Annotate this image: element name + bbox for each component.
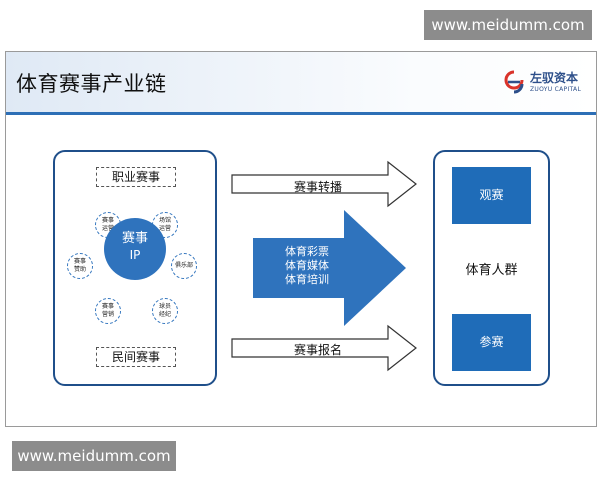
hub-sublabel: IP	[129, 248, 141, 262]
professional-events-label: 职业赛事	[96, 167, 176, 187]
company-logo: 左驭资本 ZUOYU CAPITAL	[504, 68, 592, 98]
header-divider	[6, 112, 596, 115]
hub-label: 赛事	[121, 231, 148, 246]
right-panel: 观赛 体育人群 参赛	[433, 150, 550, 386]
arrow-bottom-label: 赛事报名	[293, 343, 342, 357]
left-panel: 职业赛事 赛事 运营 场馆 运营 俱乐部 球员 经纪 赛事 营销 赛事 赞助 赛…	[53, 150, 217, 386]
spoke-node: 赛事 营销	[95, 298, 121, 324]
big-arrow-shape	[253, 210, 406, 326]
big-arrow-text: 体育彩票 体育媒体 体育培训	[272, 245, 342, 287]
watermark-top: www.meidumm.com	[424, 10, 592, 40]
flow-arrows	[231, 160, 417, 372]
spectate-box: 观赛	[452, 167, 531, 224]
spoke-node: 赛事 赞助	[67, 253, 93, 279]
arrow-top-label: 赛事转播	[293, 180, 342, 194]
sports-crowd-label: 体育人群	[465, 263, 518, 278]
big-arrow-line: 体育培训	[285, 273, 329, 286]
arrow-top-outline	[231, 160, 417, 208]
logo-text-cn: 左驭资本	[530, 71, 579, 85]
arrow-bottom-outline	[231, 324, 417, 372]
slide-header: 体育赛事产业链 左驭资本 ZUOYU CAPITAL	[6, 52, 596, 112]
event-ip-hub: 赛事 IP	[104, 218, 166, 280]
amateur-events-label: 民间赛事	[96, 347, 176, 367]
big-arrow-line: 体育媒体	[285, 259, 329, 272]
big-arrow-line: 体育彩票	[285, 245, 329, 258]
slide: 体育赛事产业链 左驭资本 ZUOYU CAPITAL 赛事转播 赛事报名 体育彩…	[5, 51, 597, 427]
watermark-bottom: www.meidumm.com	[12, 441, 176, 471]
spoke-node: 俱乐部	[171, 253, 197, 279]
participate-box: 参赛	[452, 314, 531, 371]
logo-mark-icon	[504, 70, 524, 94]
spoke-node: 球员 经纪	[152, 298, 178, 324]
slide-title: 体育赛事产业链	[16, 72, 167, 96]
logo-text-en: ZUOYU CAPITAL	[530, 86, 582, 93]
